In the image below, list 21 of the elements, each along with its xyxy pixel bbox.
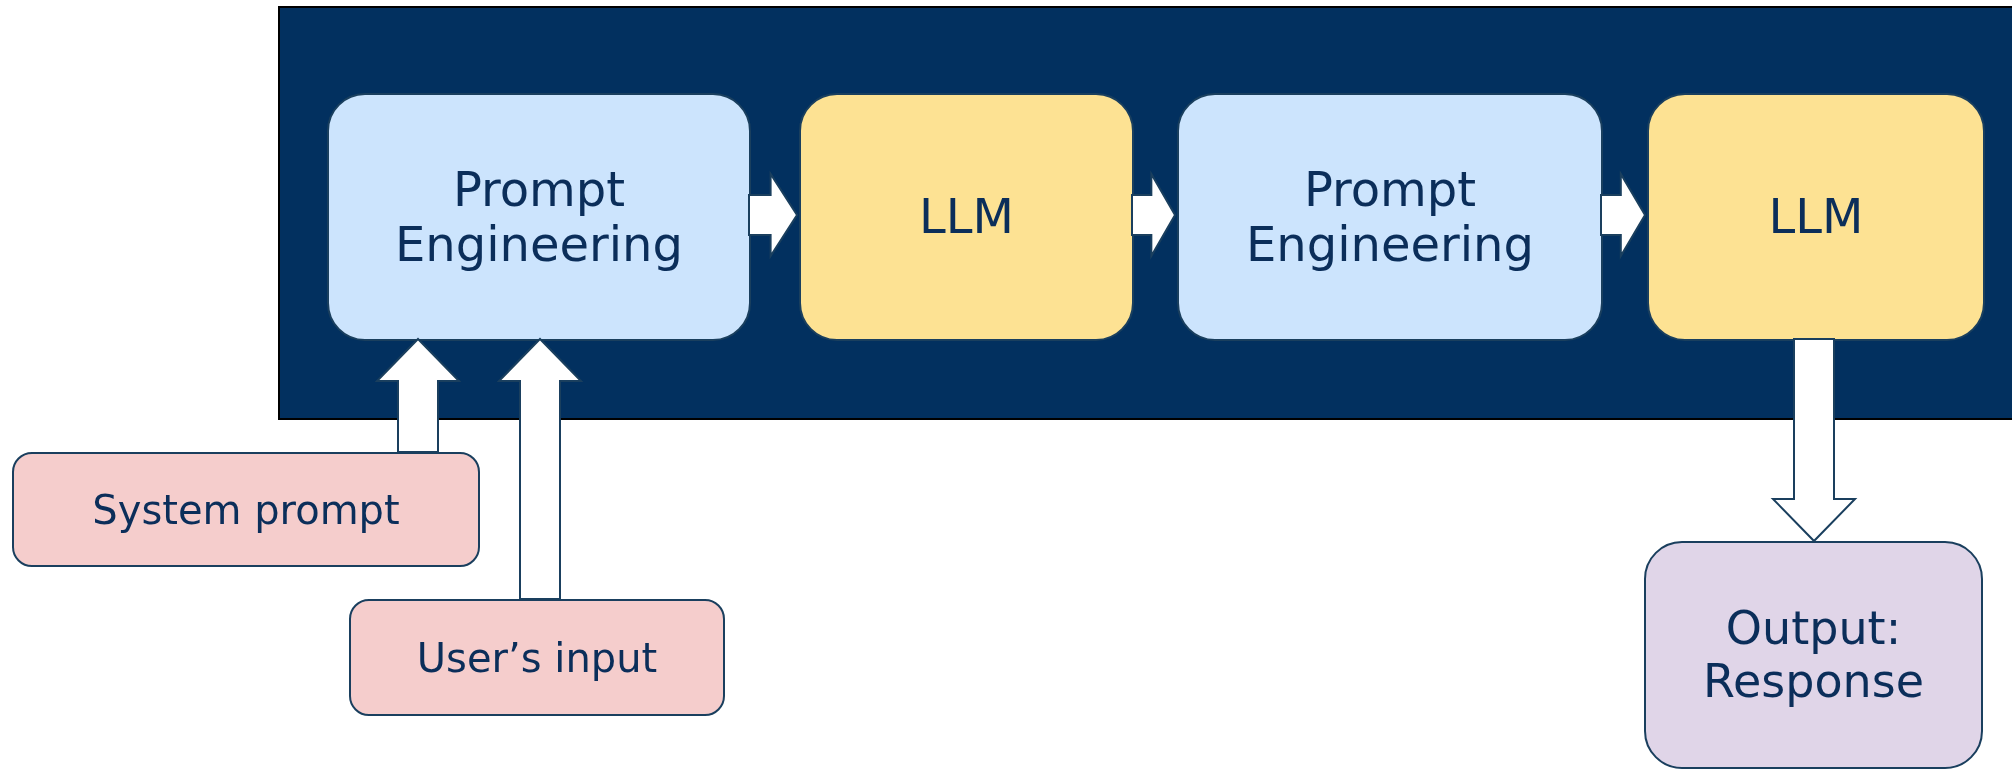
block-arrow: [1770, 338, 1858, 543]
node-label: System prompt: [92, 486, 400, 533]
input-box: [12, 452, 480, 567]
block-arrow: [1600, 170, 1647, 260]
process-box: [327, 93, 751, 341]
output-box: [1644, 541, 1983, 769]
process-box: [1177, 93, 1603, 341]
block-arrow: [374, 337, 462, 453]
node-label: Output: Response: [1702, 602, 1925, 708]
node-label: User’s input: [416, 634, 658, 681]
input-box: [349, 599, 725, 716]
process-box: [799, 93, 1134, 341]
block-arrow: [496, 337, 584, 600]
node-label: Prompt Engineering: [394, 161, 684, 273]
node-label: LLM: [919, 189, 1014, 245]
process-box: [1647, 93, 1985, 341]
node-label: LLM: [1768, 189, 1864, 245]
node-label: Prompt Engineering: [1245, 161, 1535, 273]
block-arrow: [1131, 170, 1177, 260]
block-arrow: [748, 170, 799, 260]
panel-background: [278, 6, 2012, 420]
